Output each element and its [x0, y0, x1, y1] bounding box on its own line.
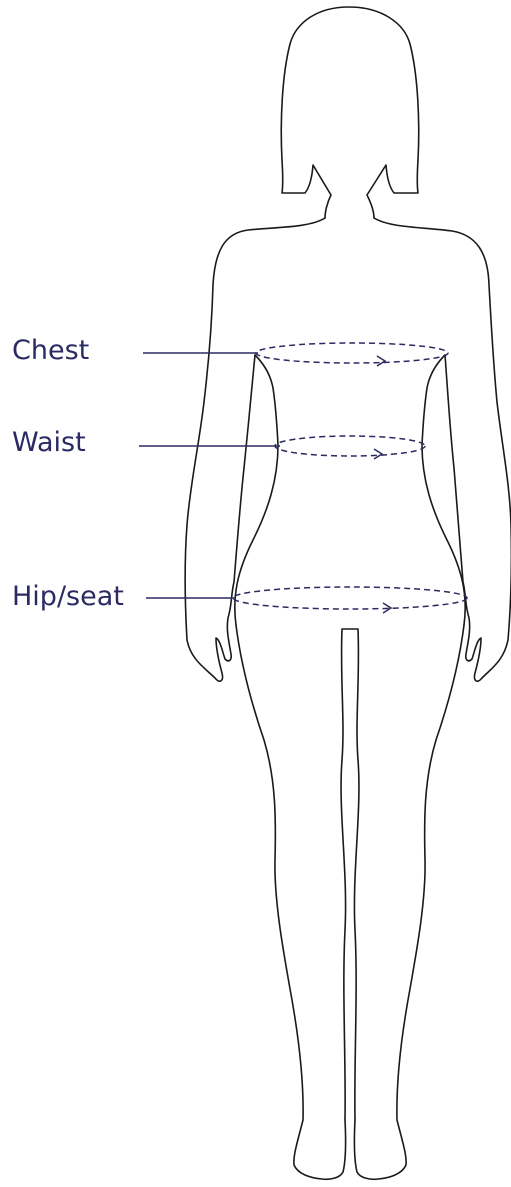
measurement-guides — [139, 343, 467, 613]
waist-measure-ellipse — [275, 436, 425, 456]
chest-arrow-icon — [377, 356, 385, 366]
waist-arrow-icon — [374, 449, 382, 459]
right-body-outline — [374, 218, 511, 681]
left-body-outline — [185, 218, 325, 681]
chest-label: Chest — [12, 335, 89, 367]
right-arm-inner — [422, 355, 465, 625]
chest-measure-ellipse — [256, 343, 448, 363]
inner-legs — [341, 629, 359, 1120]
right-leg-outline — [354, 625, 464, 1179]
head-outline — [281, 7, 418, 218]
body-silhouette — [185, 7, 511, 1179]
waist-label: Waist — [12, 427, 86, 459]
hip-measure-ellipse — [233, 587, 467, 609]
hip-seat-label: Hip/seat — [12, 581, 124, 613]
left-leg-outline — [236, 625, 346, 1179]
